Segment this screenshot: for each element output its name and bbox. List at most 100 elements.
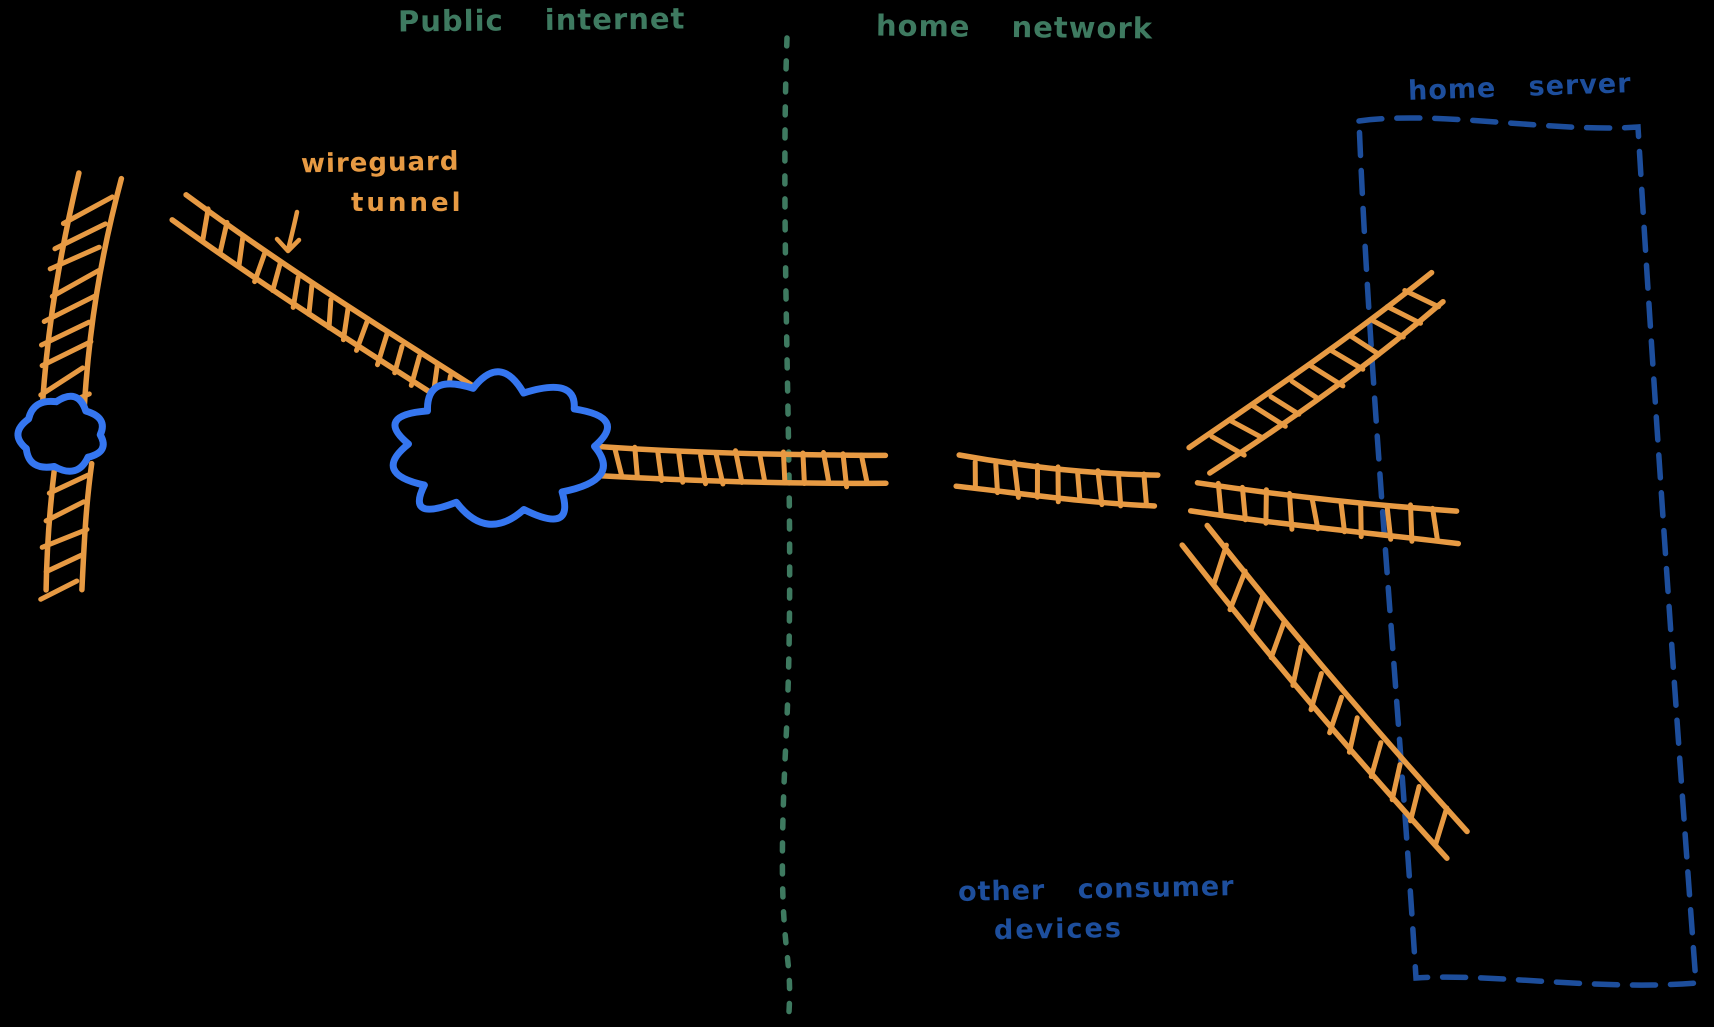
server-tunnel-upper-rung xyxy=(1308,363,1346,389)
remote-tunnel-upper-rung xyxy=(39,339,94,369)
internet-to-home-tunnel-rung xyxy=(632,444,640,480)
server-tunnel-middle-rung xyxy=(1239,484,1248,523)
internet-to-home-tunnel-rung xyxy=(733,448,745,485)
server-tunnel-lower-rung xyxy=(1408,784,1422,824)
server-tunnel-lower-rung xyxy=(1290,644,1304,688)
server-tunnel-upper-rung xyxy=(1384,304,1423,326)
server-tunnel-middle-rung xyxy=(1215,480,1224,517)
server-tunnel-lower-rung xyxy=(1432,805,1450,848)
other-consumer-devices-label-line1: other consumer xyxy=(957,871,1235,908)
internet-to-home-tunnel-rung xyxy=(821,450,832,486)
server-tunnel-middle-rung xyxy=(1338,500,1347,535)
home-network-tunnel-rung xyxy=(993,462,1000,496)
server-tunnel-upper-rung xyxy=(1289,378,1321,401)
server-tunnel-middle-rung xyxy=(1408,502,1415,544)
remote-tunnel-upper-rung xyxy=(49,268,102,299)
server-tunnel-middle xyxy=(1187,480,1462,547)
wireguard-tunnel-rung xyxy=(290,274,301,310)
internet-to-home-tunnel-rung xyxy=(780,449,788,486)
remote-tunnel-upper-rung xyxy=(41,293,97,324)
internet-to-home-tunnel-rung xyxy=(612,446,625,478)
server-tunnel-upper-rung xyxy=(1248,402,1288,429)
internet-to-home-tunnel-rung xyxy=(676,450,686,485)
public-home-divider-line xyxy=(779,35,793,1015)
home-network-tunnel-rung xyxy=(1011,459,1021,500)
internet-to-home-tunnel-rung xyxy=(840,451,850,490)
server-tunnel-lower-rung xyxy=(1268,620,1287,661)
server-tunnel-middle-rung xyxy=(1384,505,1394,542)
home-network-tunnel xyxy=(953,452,1161,509)
internet-to-home-tunnel-rung xyxy=(698,453,708,487)
server-tunnel-lower-rung xyxy=(1227,568,1248,613)
remote-tunnel-lower xyxy=(38,460,95,602)
server-tunnel-upper-rail xyxy=(1186,269,1435,451)
internet-to-home-tunnel-rung xyxy=(858,452,870,486)
server-tunnel-lower-rung xyxy=(1327,694,1344,736)
remote-tunnel-lower-rung xyxy=(43,551,87,575)
server-tunnel-upper-rung xyxy=(1226,417,1265,440)
home-network-tunnel-rail xyxy=(953,483,1158,509)
remote-tunnel-lower-rung xyxy=(46,472,91,496)
remote-tunnel-upper-rung xyxy=(52,221,108,252)
home-server-boundary-box xyxy=(1356,115,1699,988)
remote-tunnel-upper-rung xyxy=(38,365,86,398)
server-tunnel-upper-rung xyxy=(1329,348,1366,372)
server-tunnel-middle-rung xyxy=(1358,502,1364,540)
clouds-group xyxy=(14,368,611,528)
wireguard-tunnel-rail xyxy=(183,192,485,395)
server-tunnel-middle-rail xyxy=(1187,508,1462,547)
server-tunnel-middle-rung xyxy=(1263,487,1269,526)
wireguard-tunnel-rung xyxy=(306,283,315,317)
server-tunnel-lower-rail xyxy=(1179,542,1450,861)
server-tunnel-upper-rung xyxy=(1209,434,1247,458)
wireguard-tunnel-rung xyxy=(200,206,211,243)
internet-to-home-tunnel-rung xyxy=(800,450,807,486)
wireguard-tunnel-rung xyxy=(270,260,283,293)
other-consumer-devices-label-line2: devices xyxy=(993,912,1124,947)
internet-to-home-tunnel-rung xyxy=(713,451,726,487)
server-tunnel-upper-rung xyxy=(1402,288,1442,310)
wireguard-tunnel-rung xyxy=(392,343,405,376)
home-network-tunnel-rung xyxy=(1095,468,1105,508)
remote-tunnel-upper xyxy=(36,170,125,418)
wireguard-tunnel-rail xyxy=(169,217,473,421)
wireguard-tunnel-rung xyxy=(375,331,390,368)
wireguard-label-arrow-icon xyxy=(274,209,302,254)
server-tunnel-upper-rung xyxy=(1370,318,1406,340)
wireguard-tunnel-rung xyxy=(236,234,246,269)
home-network-label: home network xyxy=(875,8,1154,46)
remote-tunnel-lower-rung xyxy=(38,578,80,602)
server-tunnel-middle-rung xyxy=(1287,491,1295,532)
server-tunnel-lower-rung xyxy=(1389,762,1403,803)
internet-cloud-small xyxy=(14,392,107,475)
internet-to-home-tunnel-rung xyxy=(757,452,768,485)
remote-tunnel-upper-rung xyxy=(39,319,92,348)
wireguard-tunnel-rung xyxy=(217,219,230,255)
wireguard-tunnel-rung xyxy=(326,297,334,331)
wireguard-label-line2: tunnel xyxy=(351,188,464,218)
server-tunnel-lower-rung xyxy=(1368,740,1384,779)
remote-tunnel-upper-rail xyxy=(39,170,82,408)
server-tunnel-lower-rung xyxy=(1248,593,1266,634)
internet-to-home-tunnel-rail xyxy=(584,472,889,487)
home-network-tunnel-rung xyxy=(1116,472,1124,509)
internet-to-home-tunnel-rung xyxy=(655,448,665,483)
server-tunnel-upper-rail xyxy=(1207,298,1446,476)
wireguard-tunnel-rung xyxy=(354,316,371,353)
server-tunnel-upper-rung xyxy=(1349,334,1382,357)
remote-tunnel-lower-rail xyxy=(79,460,95,593)
wireguard-label-line1: wireguard xyxy=(300,146,460,180)
tunnels-group xyxy=(36,170,1470,861)
home-network-tunnel-rung xyxy=(1141,471,1149,509)
remote-tunnel-upper-rail xyxy=(81,175,125,415)
server-tunnel-lower-rail xyxy=(1204,522,1470,835)
server-tunnel-lower-rung xyxy=(1308,671,1324,713)
server-tunnel-lower-rung xyxy=(1211,542,1229,588)
remote-tunnel-upper-rung xyxy=(60,194,115,226)
remote-tunnel-upper-rung xyxy=(47,244,102,272)
public-internet-label: Public internet xyxy=(397,1,686,39)
wireguard-tunnel-rung xyxy=(340,305,351,343)
